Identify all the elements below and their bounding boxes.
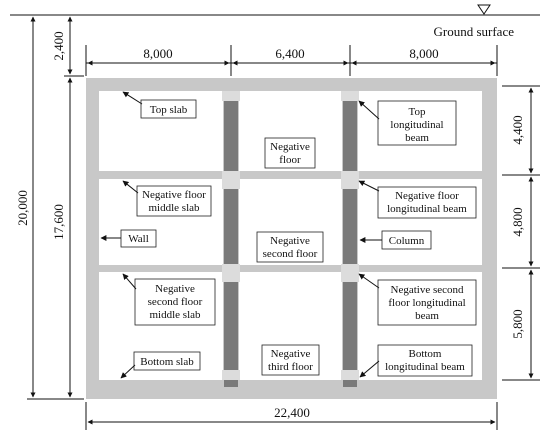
leader-bottom-slab (120, 364, 136, 379)
label-neg-sec-mid-slab-2: second floor (148, 296, 203, 308)
dim-left-cover: 2,400 (51, 31, 66, 60)
label-neg-floor-mid-slab-2: middle slab (148, 202, 200, 214)
dim-top-span-1: 8,000 (143, 46, 172, 61)
label-column: Column (389, 235, 425, 247)
leader-neg-floor-long-beam (358, 180, 380, 192)
label-neg-sec-long-beam-1: Negative second (391, 284, 464, 296)
ground-surface-symbol (477, 4, 491, 15)
label-neg-third-floor-2: third floor (268, 361, 313, 373)
label-box-top-slab (140, 99, 197, 119)
label-negative-floor-2: floor (279, 154, 301, 166)
label-box-negative-second-floor (256, 231, 324, 263)
dim-top-span-2: 6,400 (275, 46, 304, 61)
label-top-long-beam-2: longitudinal (390, 119, 443, 131)
dim-right-floor-3: 5,800 (510, 309, 525, 338)
label-box-top-longitudinal-beam (377, 100, 457, 146)
dim-right-floor-2: 4,800 (510, 207, 525, 236)
label-bottom-slab: Bottom slab (140, 356, 194, 368)
label-top-long-beam-1: Top (409, 106, 426, 118)
dim-left-total: 20,000 (15, 190, 30, 226)
column-right (343, 92, 357, 387)
label-box-negative-floor (264, 137, 316, 169)
beam-nubs (222, 91, 359, 380)
label-neg-third-floor-1: Negative (271, 348, 311, 360)
label-box-neg-second-floor-long-beam (377, 279, 477, 326)
label-neg-sec-mid-slab-3: middle slab (149, 309, 201, 321)
label-neg-sec-mid-slab-1: Negative (155, 283, 195, 295)
label-neg-second-floor-2: second floor (263, 248, 318, 260)
label-neg-floor-long-beam-2: longitudinal beam (387, 203, 467, 215)
leader-neg-floor-mid-slab (122, 180, 139, 194)
label-box-neg-second-floor-mid-slab (134, 278, 216, 326)
label-negative-floor-1: Negative (270, 141, 310, 153)
label-box-neg-floor-middle-slab (136, 185, 212, 217)
label-top-long-beam-3: beam (405, 132, 429, 144)
leader-neg-sec-mid-slab (122, 273, 137, 290)
leader-neg-sec-long-beam (358, 273, 380, 289)
column-left (224, 92, 238, 387)
label-box-bottom-slab (133, 351, 201, 371)
label-box-negative-third-floor (261, 344, 320, 376)
label-top-slab: Top slab (150, 104, 188, 116)
dim-bottom-total: 22,400 (274, 405, 310, 420)
label-neg-floor-mid-slab-1: Negative floor (142, 189, 206, 201)
label-box-bottom-long-beam (377, 344, 473, 377)
label-bottom-long-beam-2: longitudinal beam (385, 361, 465, 373)
label-neg-floor-long-beam-1: Negative floor (395, 190, 459, 202)
leader-top-long-beam (358, 100, 380, 120)
dim-left-structure: 17,600 (51, 204, 66, 240)
label-bottom-long-beam-1: Bottom (408, 348, 441, 360)
ground-surface-label: Ground surface (434, 24, 515, 39)
label-box-neg-floor-long-beam (377, 186, 477, 219)
label-neg-sec-long-beam-2: floor longitudinal (388, 297, 465, 309)
label-wall: Wall (128, 233, 149, 245)
leader-bottom-long-beam (359, 360, 380, 378)
dim-right-floor-1: 4,400 (510, 115, 525, 144)
label-neg-sec-long-beam-3: beam (415, 310, 439, 322)
leader-top-slab (122, 91, 143, 105)
label-neg-second-floor-1: Negative (270, 235, 310, 247)
dim-top-span-3: 8,000 (409, 46, 438, 61)
